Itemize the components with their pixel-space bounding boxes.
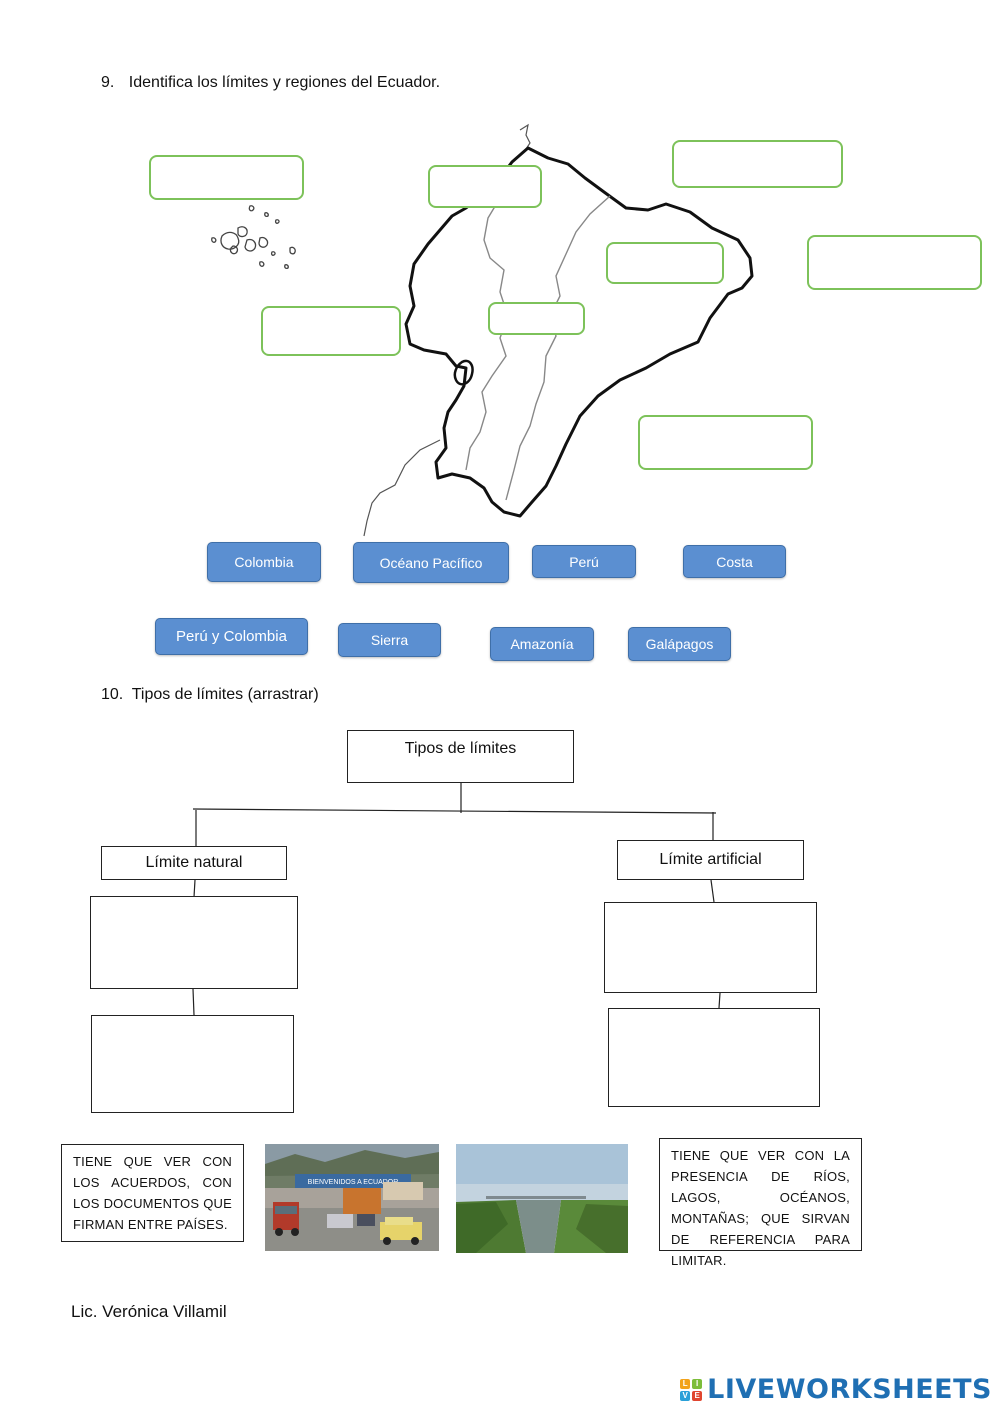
- limite-natural-box: Límite natural: [101, 846, 287, 880]
- gulf-outline: [453, 359, 474, 386]
- dropzone-pacific[interactable]: [261, 306, 401, 356]
- logo-letter: L: [680, 1378, 691, 1389]
- diagram-root-box: Tipos de límites: [347, 730, 574, 783]
- question-10-title: 10. Tipos de límites (arrastrar): [101, 686, 319, 704]
- sierra-amazonia-divider: [505, 195, 611, 501]
- logo-letter: V: [680, 1390, 691, 1401]
- dropzone-natural-2[interactable]: [91, 1015, 294, 1113]
- dropzone-artificial-2[interactable]: [608, 1008, 820, 1107]
- river-image: [456, 1144, 628, 1253]
- river-photo[interactable]: [456, 1144, 628, 1253]
- card-artificial-definition[interactable]: TIENE QUE VER CON LOS ACUERDOS, CON LOS …: [61, 1144, 244, 1242]
- chip-galapagos[interactable]: Galápagos: [628, 627, 731, 661]
- chip-sierra[interactable]: Sierra: [338, 623, 441, 657]
- question-10-number: 10.: [101, 686, 124, 703]
- author-signature: Lic. Verónica Villamil: [71, 1302, 227, 1321]
- liveworksheets-brand: L I V E LIVEWORKSHEETS: [680, 1374, 992, 1405]
- question-10-text: Tipos de límites (arrastrar): [131, 686, 319, 703]
- dropzone-sierra[interactable]: [488, 302, 585, 335]
- galapagos-islands: [211, 205, 296, 270]
- dropzone-east[interactable]: [807, 235, 982, 290]
- chip-colombia[interactable]: Colombia: [207, 542, 321, 582]
- dropzone-north[interactable]: [672, 140, 843, 188]
- dropzone-amazonia[interactable]: [606, 242, 724, 284]
- limite-artificial-label: Límite artificial: [659, 851, 762, 868]
- chip-peru[interactable]: Perú: [532, 545, 636, 578]
- limite-natural-label: Límite natural: [145, 854, 243, 871]
- dropzone-natural-1[interactable]: [90, 896, 298, 989]
- border-crossing-photo[interactable]: BIENVENIDOS A ECUADOR: [265, 1144, 439, 1251]
- dropzone-galapagos[interactable]: [149, 155, 304, 200]
- question-9-title: 9. Identifica los límites y regiones del…: [101, 74, 440, 92]
- question-9-text: Identifica los límites y regiones del Ec…: [128, 74, 441, 91]
- card-natural-definition[interactable]: TIENE QUE VER CON LA PRESENCIA DE RÍOS, …: [659, 1138, 862, 1268]
- logo-letter: E: [692, 1390, 703, 1401]
- border-crossing-image: BIENVENIDOS A ECUADOR: [265, 1144, 439, 1251]
- diagram-connectors: [192, 783, 721, 1016]
- border-sign-text: BIENVENIDOS A ECUADOR: [308, 1179, 399, 1186]
- chip-costa[interactable]: Costa: [683, 545, 786, 578]
- liveworksheets-wordmark: LIVEWORKSHEETS: [707, 1374, 992, 1405]
- dropzone-artificial-1[interactable]: [604, 902, 817, 993]
- costa-sierra-divider: [465, 197, 509, 471]
- logo-letter: I: [692, 1378, 703, 1389]
- chip-peru-y-colombia[interactable]: Perú y Colombia: [155, 618, 308, 655]
- chip-amazonia[interactable]: Amazonía: [490, 627, 594, 661]
- dropzone-south[interactable]: [638, 415, 813, 470]
- liveworksheets-logo-icon: L I V E: [680, 1378, 703, 1401]
- question-9-number: 9.: [101, 74, 115, 91]
- limite-artificial-box: Límite artificial: [617, 840, 804, 880]
- diagram-root-label: Tipos de límites: [404, 740, 517, 757]
- dropzone-north-west[interactable]: [428, 165, 542, 208]
- chip-oceano-pacifico[interactable]: Océano Pacífico: [353, 542, 509, 583]
- south-coast-line: [363, 439, 441, 537]
